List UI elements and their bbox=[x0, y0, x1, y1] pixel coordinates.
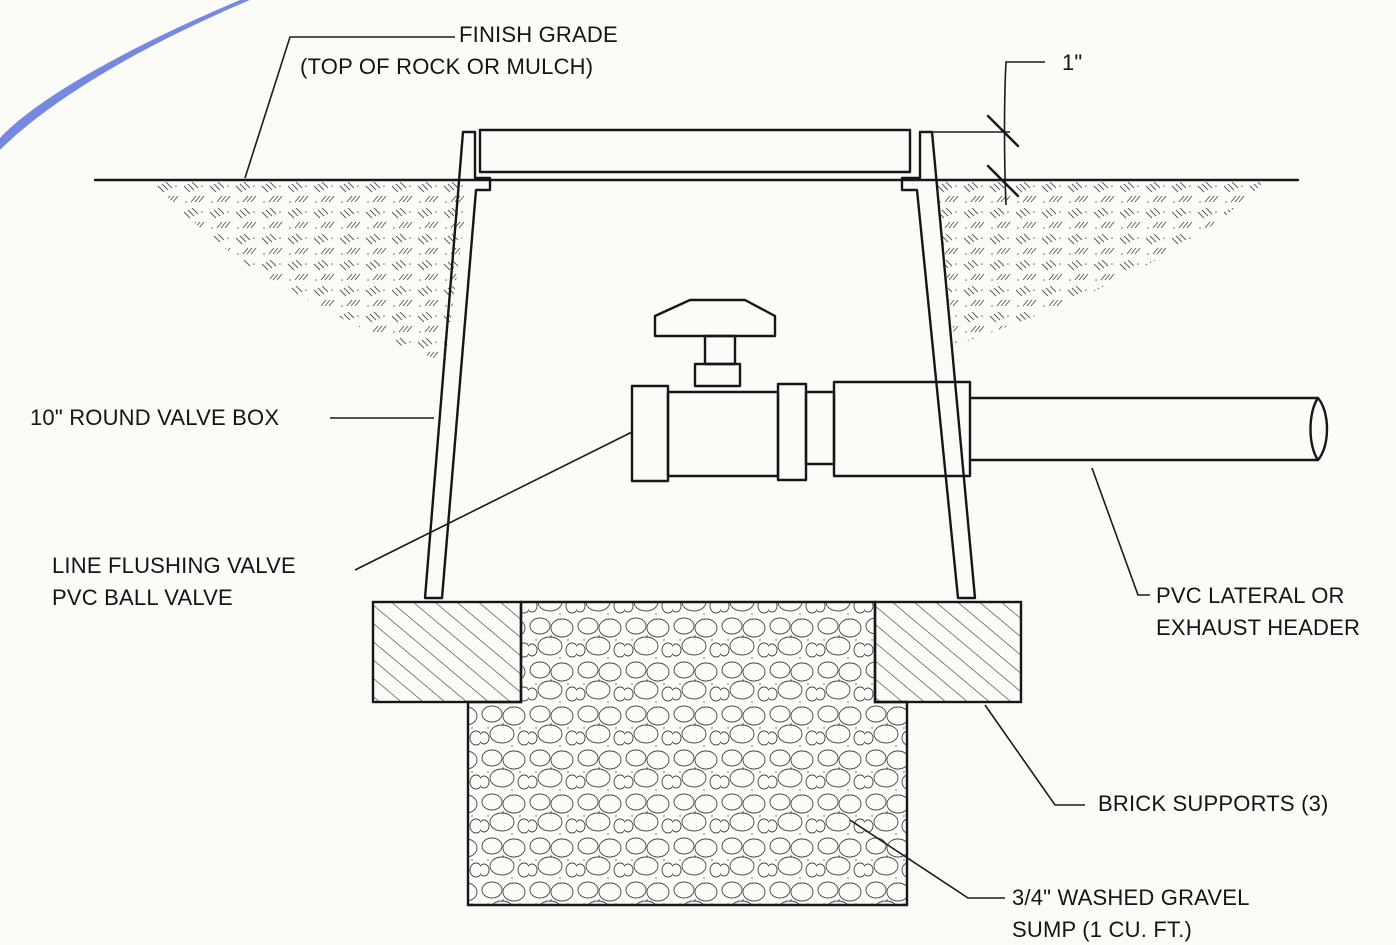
gravel-sump bbox=[466, 600, 909, 907]
ball-valve bbox=[630, 298, 836, 483]
pen-mark bbox=[0, 0, 250, 150]
valve-box-right-wall bbox=[900, 130, 977, 600]
brick-left bbox=[371, 600, 523, 704]
soil-right bbox=[935, 180, 1265, 345]
brick-supports-label: BRICK SUPPORTS (3) bbox=[1098, 791, 1329, 816]
ball-valve-label: PVC BALL VALVE bbox=[52, 585, 233, 610]
valve-box-lid bbox=[478, 128, 912, 174]
valve-box-left-wall bbox=[423, 130, 492, 600]
dimension-label: 1" bbox=[1062, 50, 1083, 75]
gravel-label: 3/4" WASHED GRAVEL bbox=[1012, 885, 1250, 910]
pvc-lateral-label: PVC LATERAL OR bbox=[1156, 583, 1345, 608]
pvc-coupling bbox=[832, 380, 972, 478]
leader-flushing-valve bbox=[354, 431, 633, 571]
leader-pvc-lateral bbox=[1091, 467, 1150, 596]
finish-grade-label: FINISH GRADE bbox=[459, 22, 618, 47]
valve-box-label: 10" ROUND VALVE BOX bbox=[30, 405, 280, 430]
finish-grade-sublabel: (TOP OF ROCK OR MULCH) bbox=[300, 54, 594, 79]
flushing-valve-label: LINE FLUSHING VALVE bbox=[52, 553, 296, 578]
brick-right bbox=[873, 600, 1023, 704]
leader-brick-supports bbox=[984, 704, 1085, 806]
gravel-sump-label: SUMP (1 CU. FT.) bbox=[1012, 917, 1193, 942]
leader-gravel bbox=[849, 819, 1005, 899]
exhaust-header-label: EXHAUST HEADER bbox=[1156, 615, 1361, 640]
soil-left bbox=[150, 180, 470, 362]
dimension-marker bbox=[925, 61, 1045, 206]
pvc-pipe bbox=[968, 396, 1329, 462]
leader-finish-grade bbox=[244, 36, 455, 179]
